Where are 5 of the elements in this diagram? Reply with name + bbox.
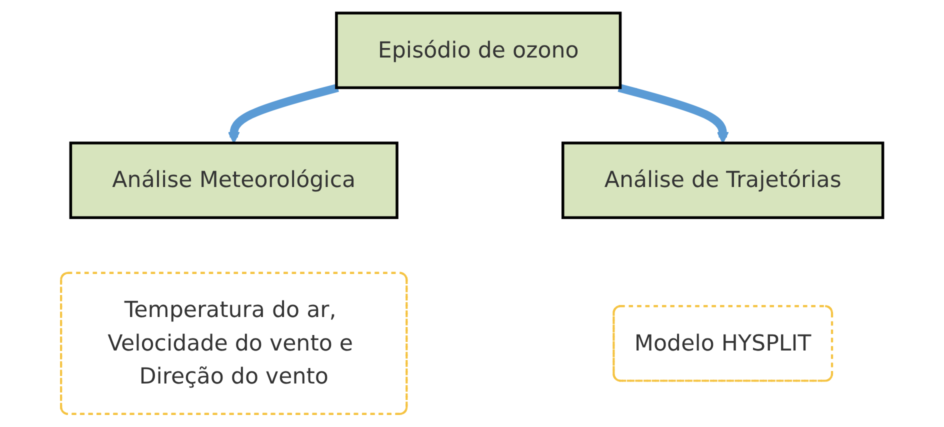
node-box: Análise Meteorológica xyxy=(69,142,398,220)
node-box: Episódio de ozono xyxy=(335,12,622,90)
arrow xyxy=(228,84,339,144)
node-box: Análise de Trajetórias xyxy=(562,142,884,220)
arrow xyxy=(618,84,729,144)
